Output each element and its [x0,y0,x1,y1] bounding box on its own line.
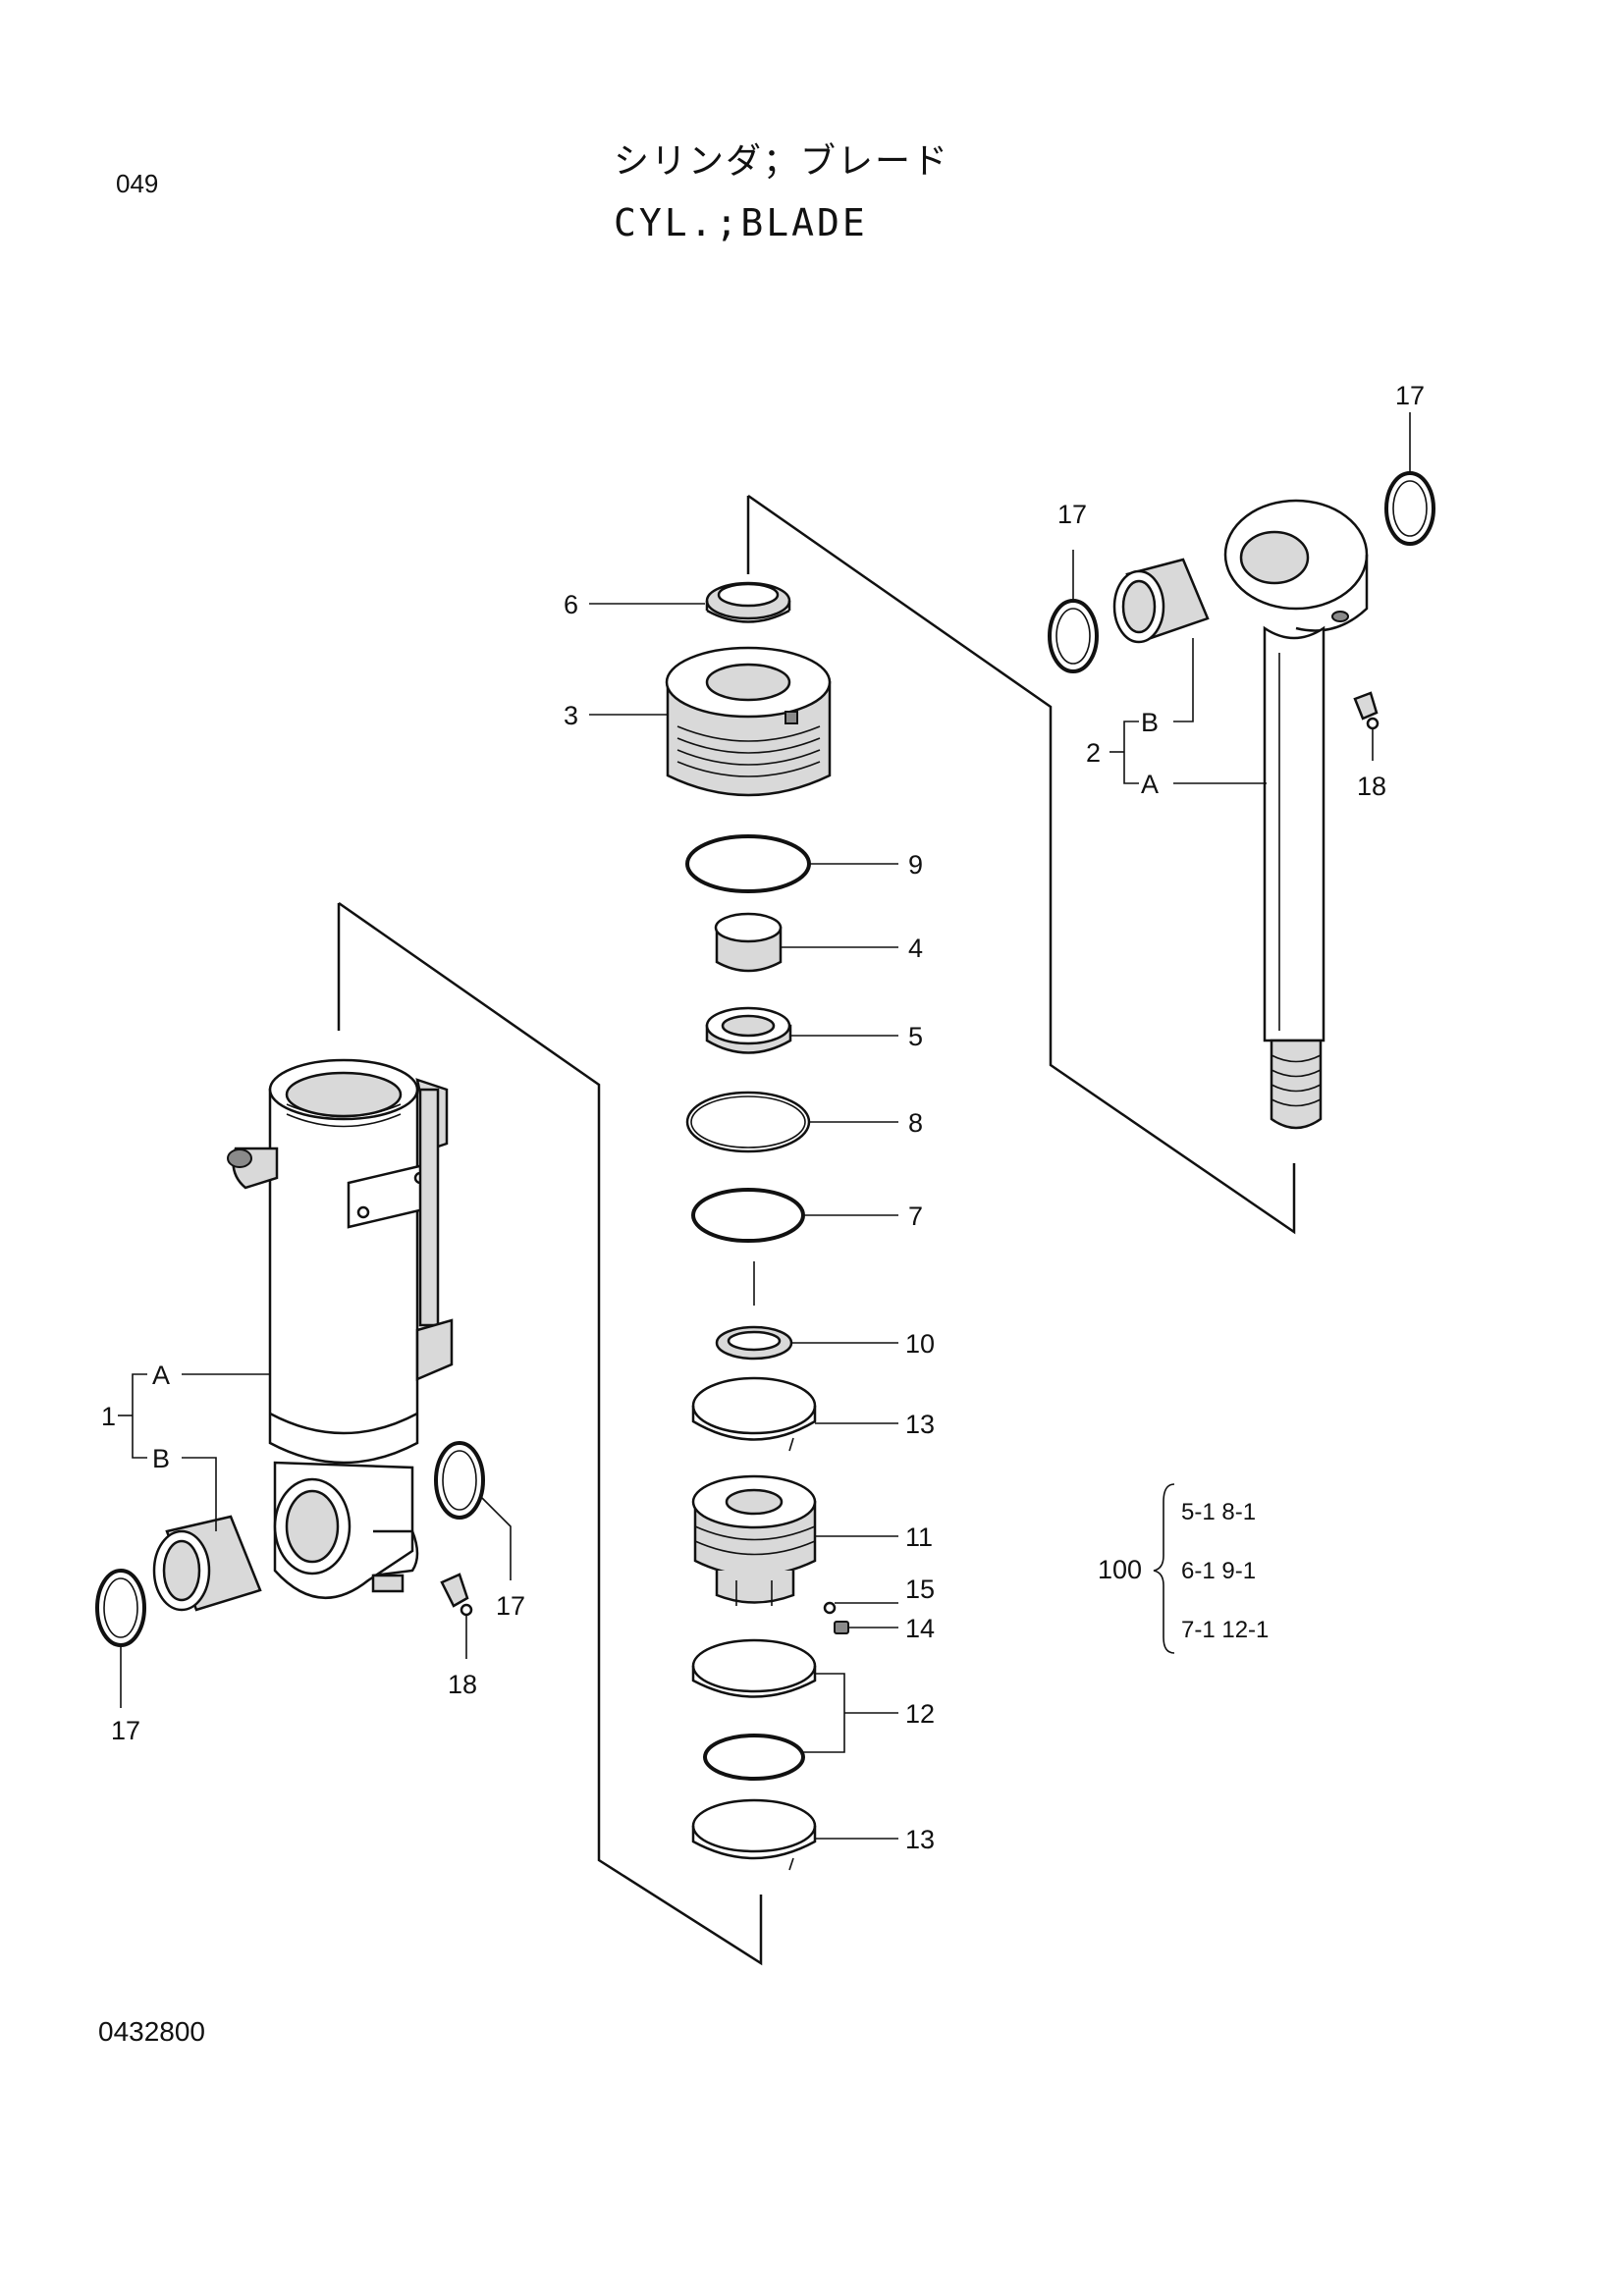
seal-kit-row-2: 6-1 9-1 [1181,1558,1256,1584]
callout-6: 6 [564,590,578,619]
part-3-cylinder-head [665,646,832,797]
part-17-ring-right-a [1048,599,1099,673]
callout-17-right-b: 17 [1395,381,1425,410]
part-8-o-ring [685,1091,811,1153]
callout-13-upper: 13 [905,1410,935,1439]
callout-11: 11 [905,1522,933,1552]
callout-10: 10 [905,1329,935,1359]
callout-3: 3 [564,701,578,730]
seal-kit-number: 100 [1098,1555,1142,1584]
part-17-ring-right-b [1384,471,1435,546]
callout-8: 8 [908,1108,923,1138]
seal-kit-row-3: 7-1 12-1 [1181,1617,1269,1643]
part-17-ring-left-b [434,1441,485,1520]
part-18-grease-nipple-right [1353,691,1380,730]
document-code: 0432800 [98,2016,206,2047]
part-4-bushing [714,912,783,973]
center-guide-lines [337,494,1296,1966]
callout-5: 5 [908,1022,923,1051]
callout-2b: B [1141,708,1159,737]
part-9-o-ring [685,834,811,893]
part-11-piston [691,1474,817,1606]
callout-labels: 6 3 9 4 5 8 7 10 13 11 15 14 12 13 1 A B… [101,381,1425,1854]
part-12-piston-seal [691,1638,817,1781]
title-english: CYL.;BLADE [614,201,868,244]
part-6-dust-seal [705,581,791,623]
callout-18-right: 18 [1357,772,1386,801]
part-7-o-ring [691,1188,805,1243]
callout-17-right-a: 17 [1057,500,1087,529]
part-1b-bushing [152,1515,262,1612]
part-5-buffer-ring [705,1006,792,1054]
callout-7: 7 [908,1201,923,1231]
seal-kit-row-1: 5-1 8-1 [1181,1499,1256,1525]
callout-4: 4 [908,934,923,963]
callout-15: 15 [905,1575,935,1604]
seal-kit-100: 100 5-1 8-1 6-1 9-1 7-1 12-1 [1098,1483,1269,1654]
part-10-washer [715,1325,793,1361]
part-2b-bushing [1112,558,1210,644]
callout-18-left: 18 [448,1670,477,1699]
part-2-piston-rod [1223,499,1369,1130]
callout-17-left-a: 17 [111,1716,140,1745]
part-1-cylinder-tube [227,1058,454,1600]
callout-2a: A [1141,770,1159,799]
part-18-grease-nipple-left [440,1573,473,1617]
leader-lines [118,412,1411,1840]
callout-9: 9 [908,850,923,880]
part-13-wear-ring-upper [691,1376,817,1452]
part-14-set-screw [834,1621,849,1634]
part-13-wear-ring-lower [691,1798,817,1871]
part-15-steel-ball [823,1601,837,1615]
callout-13-lower: 13 [905,1825,935,1854]
callout-12: 12 [905,1699,935,1729]
callout-2: 2 [1086,738,1101,768]
callout-1: 1 [101,1402,116,1431]
callout-14: 14 [905,1614,935,1643]
title-japanese: シリンダ；ブレード [614,141,950,182]
callout-1a: A [152,1361,170,1390]
part-17-ring-left-a [95,1569,146,1647]
callout-1b: B [152,1444,170,1473]
callout-17-left-b: 17 [496,1591,525,1621]
page-number: 049 [116,169,159,198]
